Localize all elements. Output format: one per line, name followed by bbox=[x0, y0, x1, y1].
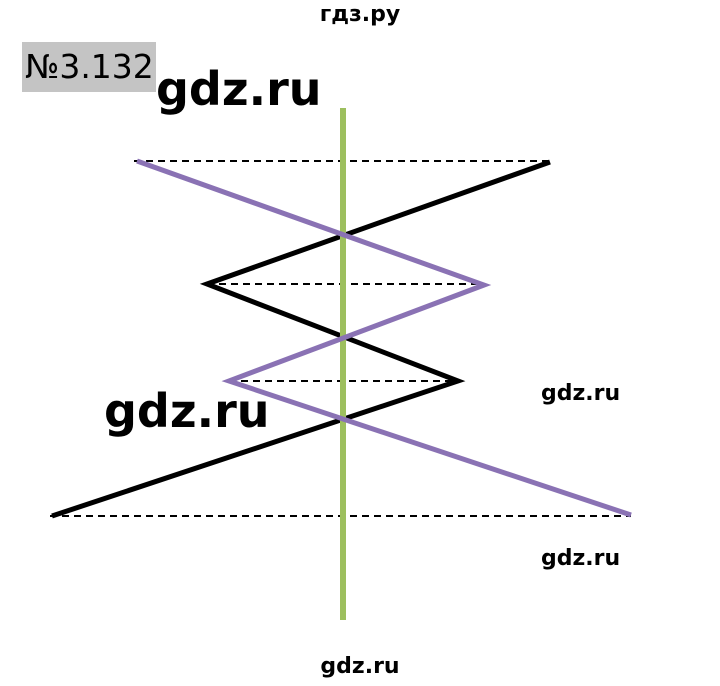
problem-number: №3.132 bbox=[22, 42, 156, 92]
black-zigzag-line bbox=[51, 159, 551, 519]
watermark-right-lower: gdz.ru bbox=[541, 546, 621, 571]
watermark-right-upper: gdz.ru bbox=[541, 381, 621, 406]
purple-zigzag-line bbox=[136, 158, 632, 518]
site-header: гдз.ру bbox=[319, 2, 401, 27]
watermark-middle: gdz.ru bbox=[104, 384, 270, 438]
watermark-top: gdz.ru bbox=[156, 62, 322, 116]
watermark-bottom: gdz.ru bbox=[320, 654, 400, 679]
